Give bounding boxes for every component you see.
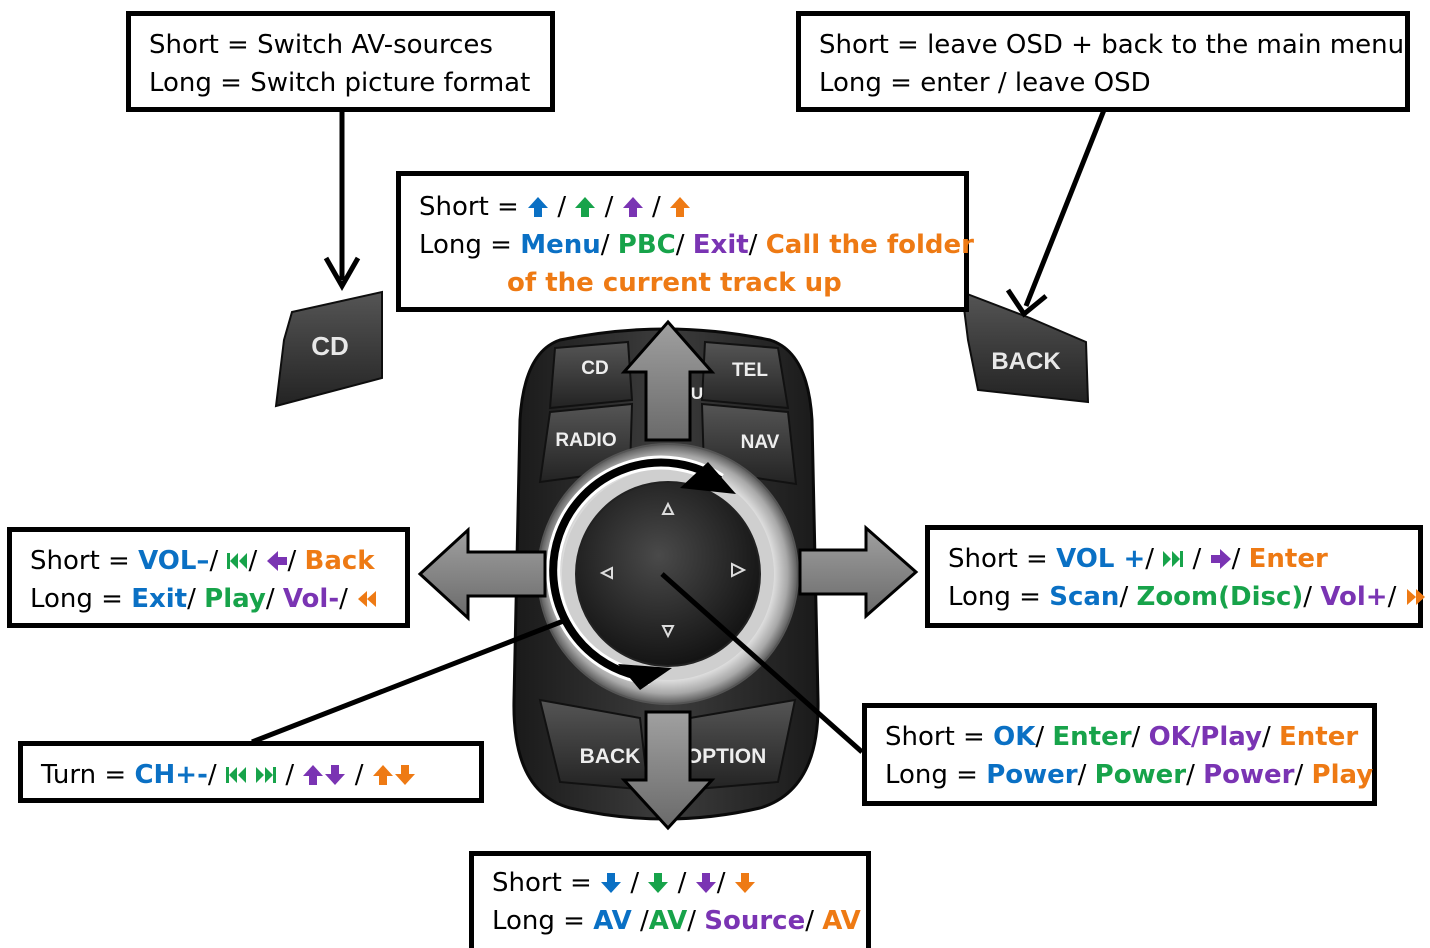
right-short-line: Short = VOL +/ / / Enter xyxy=(948,544,1328,574)
left-long-blue: Exit xyxy=(131,584,188,614)
right-info-box: Short = VOL +/ / / Enter Long = Scan/ Zo… xyxy=(925,525,1425,628)
arrow-down-blue-icon xyxy=(601,873,622,893)
device-nav-label: NAV xyxy=(741,432,780,453)
device-u-label: U xyxy=(691,384,703,403)
arrow-down-orange-icon xyxy=(734,873,755,893)
down-long-orange: AV xyxy=(822,906,861,936)
rewind-orange-icon xyxy=(358,591,377,607)
arrow-up-green-icon xyxy=(575,197,596,217)
arrow-right-illustration xyxy=(798,524,919,620)
arrow-down-illustration xyxy=(620,710,716,831)
back-long-text: Long = enter / leave OSD xyxy=(819,68,1151,98)
center-info-box: Short = OK/ Enter/ OK/Play/ Enter Long =… xyxy=(862,703,1377,806)
arrow-up-purple-icon xyxy=(303,765,324,785)
left-info-box: Short = VOL–/ / / Back Long = Exit/ Play… xyxy=(7,527,410,628)
right-long-green: Zoom(Disc) xyxy=(1136,582,1304,612)
down-long-line: Long = AV /AV/ Source/ AV xyxy=(492,906,861,936)
arrow-right-purple-icon xyxy=(1210,549,1231,569)
center-short-purple: OK/Play xyxy=(1148,722,1262,752)
down-long-green: AV xyxy=(648,906,688,936)
up-short-line: Short = / / / xyxy=(419,188,946,226)
device-back-label: BACK xyxy=(580,745,641,768)
left-long-green: Play xyxy=(204,584,266,614)
skip-back-green-icon xyxy=(225,767,246,783)
up-long-orange-2: of the current track up xyxy=(507,268,842,298)
skip-back-green-icon xyxy=(227,553,248,569)
center-short-green: Enter xyxy=(1052,722,1132,752)
back-key-illustration: BACK xyxy=(960,290,1090,404)
arrow-up-illustration xyxy=(620,319,716,442)
center-long-blue: Power xyxy=(986,760,1078,790)
right-short-blue: VOL + xyxy=(1056,544,1146,574)
turn-blue: CH+- xyxy=(134,760,208,790)
up-info-box: Short = / / / Long = Menu/ PBC/ Exit/ Ca… xyxy=(396,171,974,312)
center-short-line: Short = OK/ Enter/ OK/Play/ Enter xyxy=(885,722,1359,752)
down-long-purple: Source xyxy=(704,906,806,936)
back-short-text: Short = leave OSD + back to the main men… xyxy=(819,30,1405,60)
arrow-up-blue-icon xyxy=(528,197,549,217)
connector-lines xyxy=(251,109,1107,754)
cd-short-text: Short = Switch AV-sources xyxy=(149,30,493,60)
up-long-purple: Exit xyxy=(692,230,749,260)
left-short-blue: VOL– xyxy=(138,546,210,576)
skip-forward-green-icon xyxy=(256,767,277,783)
device-radio-label: RADIO xyxy=(555,430,616,451)
cd-info-box: Short = Switch AV-sources Long = Switch … xyxy=(126,11,555,112)
device-option-label: OPTION xyxy=(686,745,767,768)
left-short-line: Short = VOL–/ / / Back xyxy=(30,546,375,576)
fast-forward-orange-icon xyxy=(1406,589,1425,605)
arrow-up-purple-icon xyxy=(622,197,643,217)
left-long-purple: Vol- xyxy=(282,584,340,614)
device-cd-label: CD xyxy=(581,358,608,379)
down-short-line: Short = / / / xyxy=(492,864,848,902)
left-short-orange: Back xyxy=(304,546,375,576)
right-long-line: Long = Scan/ Zoom(Disc)/ Vol+/ xyxy=(948,578,1425,616)
right-long-blue: Scan xyxy=(1049,582,1120,612)
center-long-purple: Power xyxy=(1203,760,1295,790)
center-long-line: Long = Power/ Power/ Power/ Play xyxy=(885,760,1374,790)
center-short-orange: Enter xyxy=(1279,722,1359,752)
center-long-orange: Play xyxy=(1311,760,1374,790)
skip-forward-green-icon xyxy=(1163,551,1184,567)
up-long-green: PBC xyxy=(617,230,676,260)
turn-info-box: Turn = CH+-/ / / xyxy=(18,741,484,803)
up-long-orange: Call the folder xyxy=(765,230,974,260)
down-info-box: Short = / / / Long = AV /AV/ Source/ AV xyxy=(469,851,871,948)
cd-key-illustration: CD xyxy=(274,290,383,408)
arrow-up-orange-icon xyxy=(669,197,690,217)
right-long-purple: Vol+ xyxy=(1320,582,1388,612)
arrow-left-illustration xyxy=(417,526,547,622)
center-short-blue: OK xyxy=(993,722,1036,752)
turn-line: Turn = CH+-/ / / xyxy=(41,756,461,794)
device-tel-label: TEL xyxy=(732,360,768,381)
arrow-down-green-icon xyxy=(648,873,669,893)
down-long-blue: AV xyxy=(593,906,632,936)
center-long-green: Power xyxy=(1094,760,1187,790)
cd-key-label: CD xyxy=(311,331,349,361)
arrow-up-orange-icon xyxy=(372,765,393,785)
arrow-down-orange-icon xyxy=(394,765,415,785)
arrow-down-purple-icon xyxy=(695,873,716,893)
back-info-box: Short = leave OSD + back to the main men… xyxy=(796,11,1410,112)
up-short-prefix: Short = xyxy=(419,192,528,222)
cd-long-text: Long = Switch picture format xyxy=(149,68,531,98)
rotation-arrow xyxy=(546,455,736,690)
arrow-left-purple-icon xyxy=(266,551,287,571)
up-long-blue: Menu xyxy=(520,230,601,260)
right-short-orange: Enter xyxy=(1248,544,1328,574)
left-long-line: Long = Exit/ Play/ Vol-/ xyxy=(30,580,387,618)
up-long-line: Long = Menu/ PBC/ Exit/ Call the folder xyxy=(419,230,974,260)
back-key-label: BACK xyxy=(991,348,1061,375)
arrow-down-purple-icon xyxy=(325,765,346,785)
